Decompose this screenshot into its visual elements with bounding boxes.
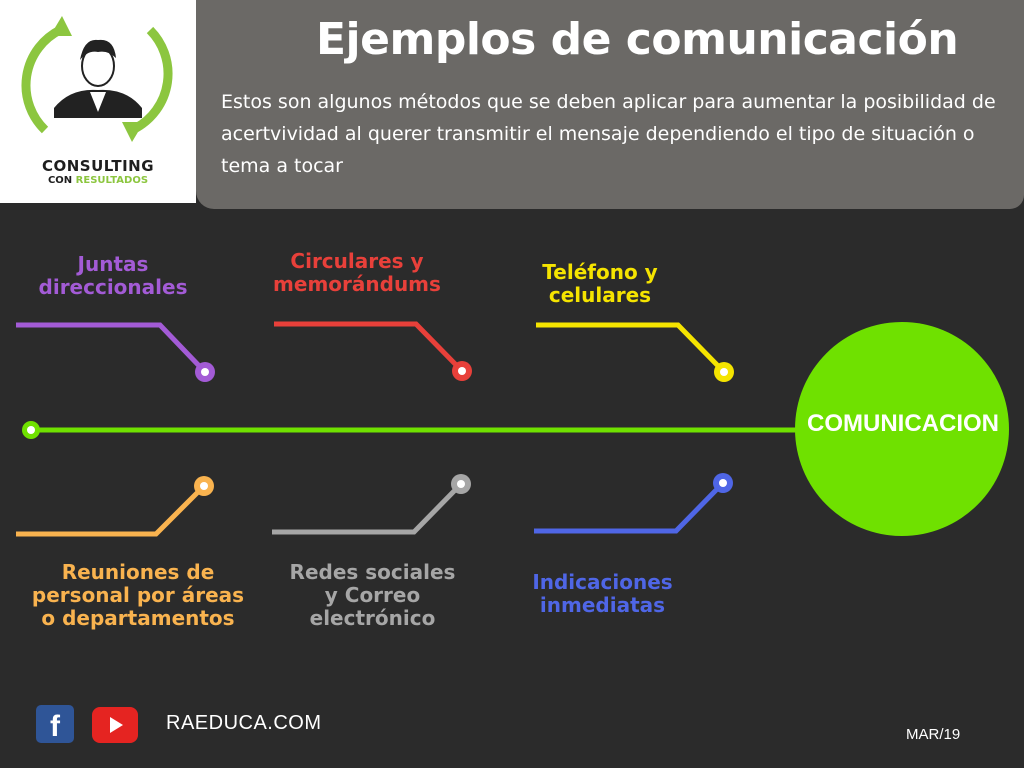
center-label: COMUNICACION (807, 410, 999, 437)
logo: CONSULTING CON RESULTADOS (0, 0, 196, 203)
consulting-logo-icon (21, 16, 173, 142)
logo-text-accent: RESULTADOS (75, 175, 149, 186)
branch-label-reuniones: Reuniones de personal por áreas o depart… (31, 560, 245, 630)
header-panel: Ejemplos de comunicación Estos son algun… (196, 0, 1024, 209)
youtube-icon[interactable] (92, 707, 138, 743)
logo-text-consulting: CONSULTING (41, 157, 155, 175)
website-link[interactable]: RAEDUCA.COM (166, 712, 322, 734)
branch-line-telefono (536, 322, 726, 374)
branch-line-reuniones (16, 484, 206, 537)
page-description: Estos son algunos métodos que se deben a… (221, 91, 996, 177)
branch-label-circulares: Circulares y memorándums (273, 249, 441, 296)
branch-label-indicaciones: Indicaciones inmediatas (532, 570, 673, 617)
date-label: MAR/19 (906, 726, 961, 743)
branch-line-juntas (16, 322, 207, 374)
page-title: Ejemplos de comunicación (316, 14, 959, 65)
branch-line-redes (272, 482, 463, 535)
branch-label-juntas: Juntas direccionales (38, 252, 188, 299)
facebook-icon[interactable]: f (36, 705, 74, 743)
branch-line-indicaciones (534, 481, 725, 534)
logo-text-resultados: CON RESULTADOS (0, 175, 196, 186)
center-circle (795, 322, 1009, 536)
branch-label-telefono: Teléfono y celulares (542, 260, 658, 307)
branch-line-circulares (274, 321, 464, 373)
logo-text-con: CON (47, 175, 73, 186)
branch-label-redes: Redes sociales y Correo electrónico (289, 560, 456, 630)
svg-text:f: f (50, 710, 61, 743)
